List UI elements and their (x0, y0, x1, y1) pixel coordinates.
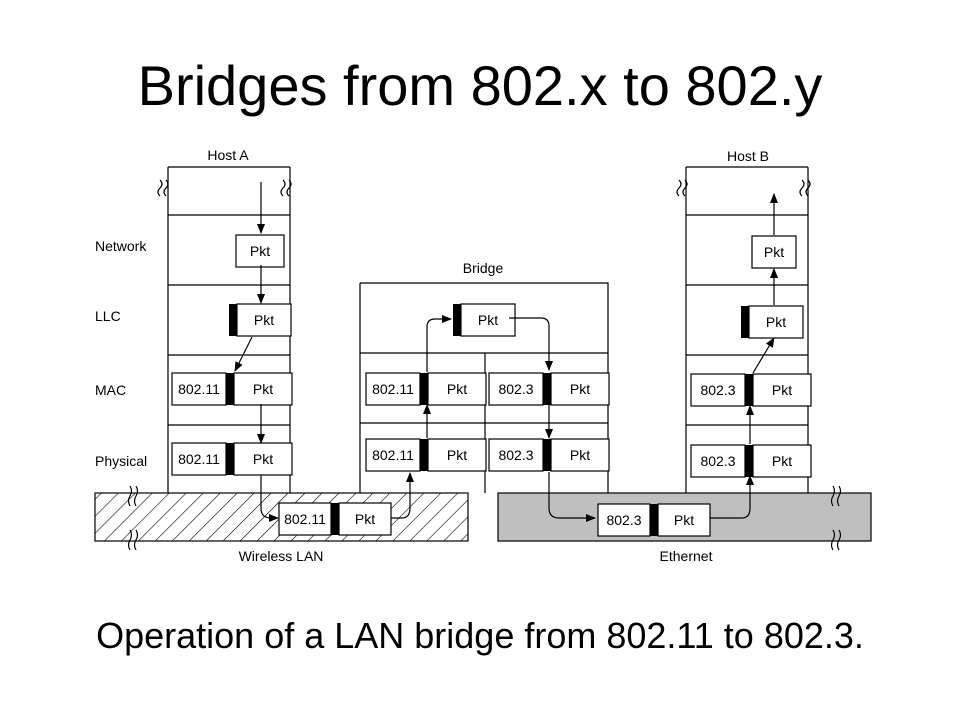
packet-box (657, 503, 711, 537)
frame-header-label: 802.11 (284, 511, 326, 527)
frame-header-label: 802.11 (178, 381, 220, 397)
frame: 802.3 Pkt (597, 503, 711, 537)
header-bar (650, 504, 658, 536)
packet-label: Pkt (570, 381, 590, 397)
packet-label: Pkt (253, 381, 273, 397)
packet-box (338, 502, 392, 536)
frame-header (171, 442, 227, 476)
host-a-label: Host A (207, 147, 249, 163)
packet-label: Pkt (478, 312, 498, 328)
host-a: Host A (157, 147, 292, 493)
break-mark (676, 179, 811, 197)
packet-box (427, 372, 487, 406)
packet-label: Pkt (772, 382, 792, 398)
frame: 802.11 Pkt (365, 438, 487, 472)
bridge: Bridge (359, 260, 609, 493)
frame-header (690, 444, 746, 478)
packet-label: Pkt (447, 447, 467, 463)
packet-box (236, 303, 292, 337)
packet-box (233, 372, 293, 406)
header-bar (543, 439, 551, 471)
frame: Pkt (453, 303, 516, 337)
frame: Pkt (751, 235, 797, 269)
slide-title: Bridges from 802.x to 802.y (137, 54, 823, 117)
header-bar (226, 373, 234, 405)
layer-label-mac: MAC (95, 382, 126, 398)
packet-box (233, 442, 293, 476)
header-bar (745, 445, 753, 477)
frame: 802.3 Pkt (690, 373, 812, 407)
slide-caption: Operation of a LAN bridge from 802.11 to… (96, 615, 864, 656)
packet-label: Pkt (447, 381, 467, 397)
frame-header (365, 438, 421, 472)
frame: 802.11 Pkt (365, 372, 487, 406)
packet-box (460, 303, 516, 337)
packet-label: Pkt (766, 314, 786, 330)
frame-header (488, 438, 544, 472)
frame: Pkt (741, 305, 804, 339)
header-bar (229, 304, 237, 336)
packet-label: Pkt (764, 244, 784, 260)
frame-header (365, 372, 421, 406)
frame: 802.11 Pkt (171, 372, 293, 406)
frame: 802.3 Pkt (488, 372, 610, 406)
packet-box (752, 373, 812, 407)
frame-header-label: 802.11 (178, 451, 220, 467)
header-bar (226, 443, 234, 475)
packet-flow-arrows (234, 182, 778, 522)
packet-box (550, 438, 610, 472)
frame-header-label: 802.3 (700, 382, 735, 398)
packet-box (235, 234, 285, 268)
frame-header-label: 802.3 (606, 512, 641, 528)
packet-label: Pkt (772, 453, 792, 469)
host-b: Host B (676, 148, 811, 493)
frame-header-label: 802.3 (498, 381, 533, 397)
packet-label: Pkt (355, 511, 375, 527)
packet-box (752, 444, 812, 478)
frame: Pkt (235, 234, 285, 268)
ethernet-label: Ethernet (660, 548, 713, 564)
frame: 802.11 Pkt (278, 502, 392, 536)
packet-box (427, 438, 487, 472)
packet-box (550, 372, 610, 406)
frame: 802.11 Pkt (171, 442, 293, 476)
header-bar (543, 373, 551, 405)
packet-label: Pkt (674, 512, 694, 528)
packet-label: Pkt (254, 312, 274, 328)
wireless-lan-label: Wireless LAN (239, 548, 324, 564)
frame: 802.3 Pkt (690, 444, 812, 478)
layer-label-physical: Physical (95, 453, 147, 469)
layer-label-llc: LLC (95, 308, 121, 324)
header-bar (331, 503, 339, 535)
host-b-label: Host B (727, 148, 769, 164)
frame-header-label: 802.11 (372, 447, 414, 463)
layer-label-network: Network (95, 238, 147, 254)
header-bar (741, 306, 749, 338)
packet-label: Pkt (570, 447, 590, 463)
bridge-label: Bridge (463, 260, 504, 276)
break-mark (127, 529, 139, 551)
header-bar (420, 439, 428, 471)
frame: 802.3 Pkt (488, 438, 610, 472)
frame: Pkt (229, 303, 292, 337)
header-bar (745, 374, 753, 406)
break-mark (157, 179, 292, 197)
frame-header-label: 802.11 (372, 381, 414, 397)
packet-label: Pkt (250, 243, 270, 259)
packet-box (748, 305, 804, 339)
break-mark (127, 485, 139, 507)
break-mark (830, 529, 842, 551)
break-mark (830, 485, 842, 507)
packet-label: Pkt (253, 451, 273, 467)
frame-header-label: 802.3 (498, 447, 533, 463)
frame-header-label: 802.3 (700, 453, 735, 469)
header-bar (453, 304, 461, 336)
header-bar (420, 373, 428, 405)
